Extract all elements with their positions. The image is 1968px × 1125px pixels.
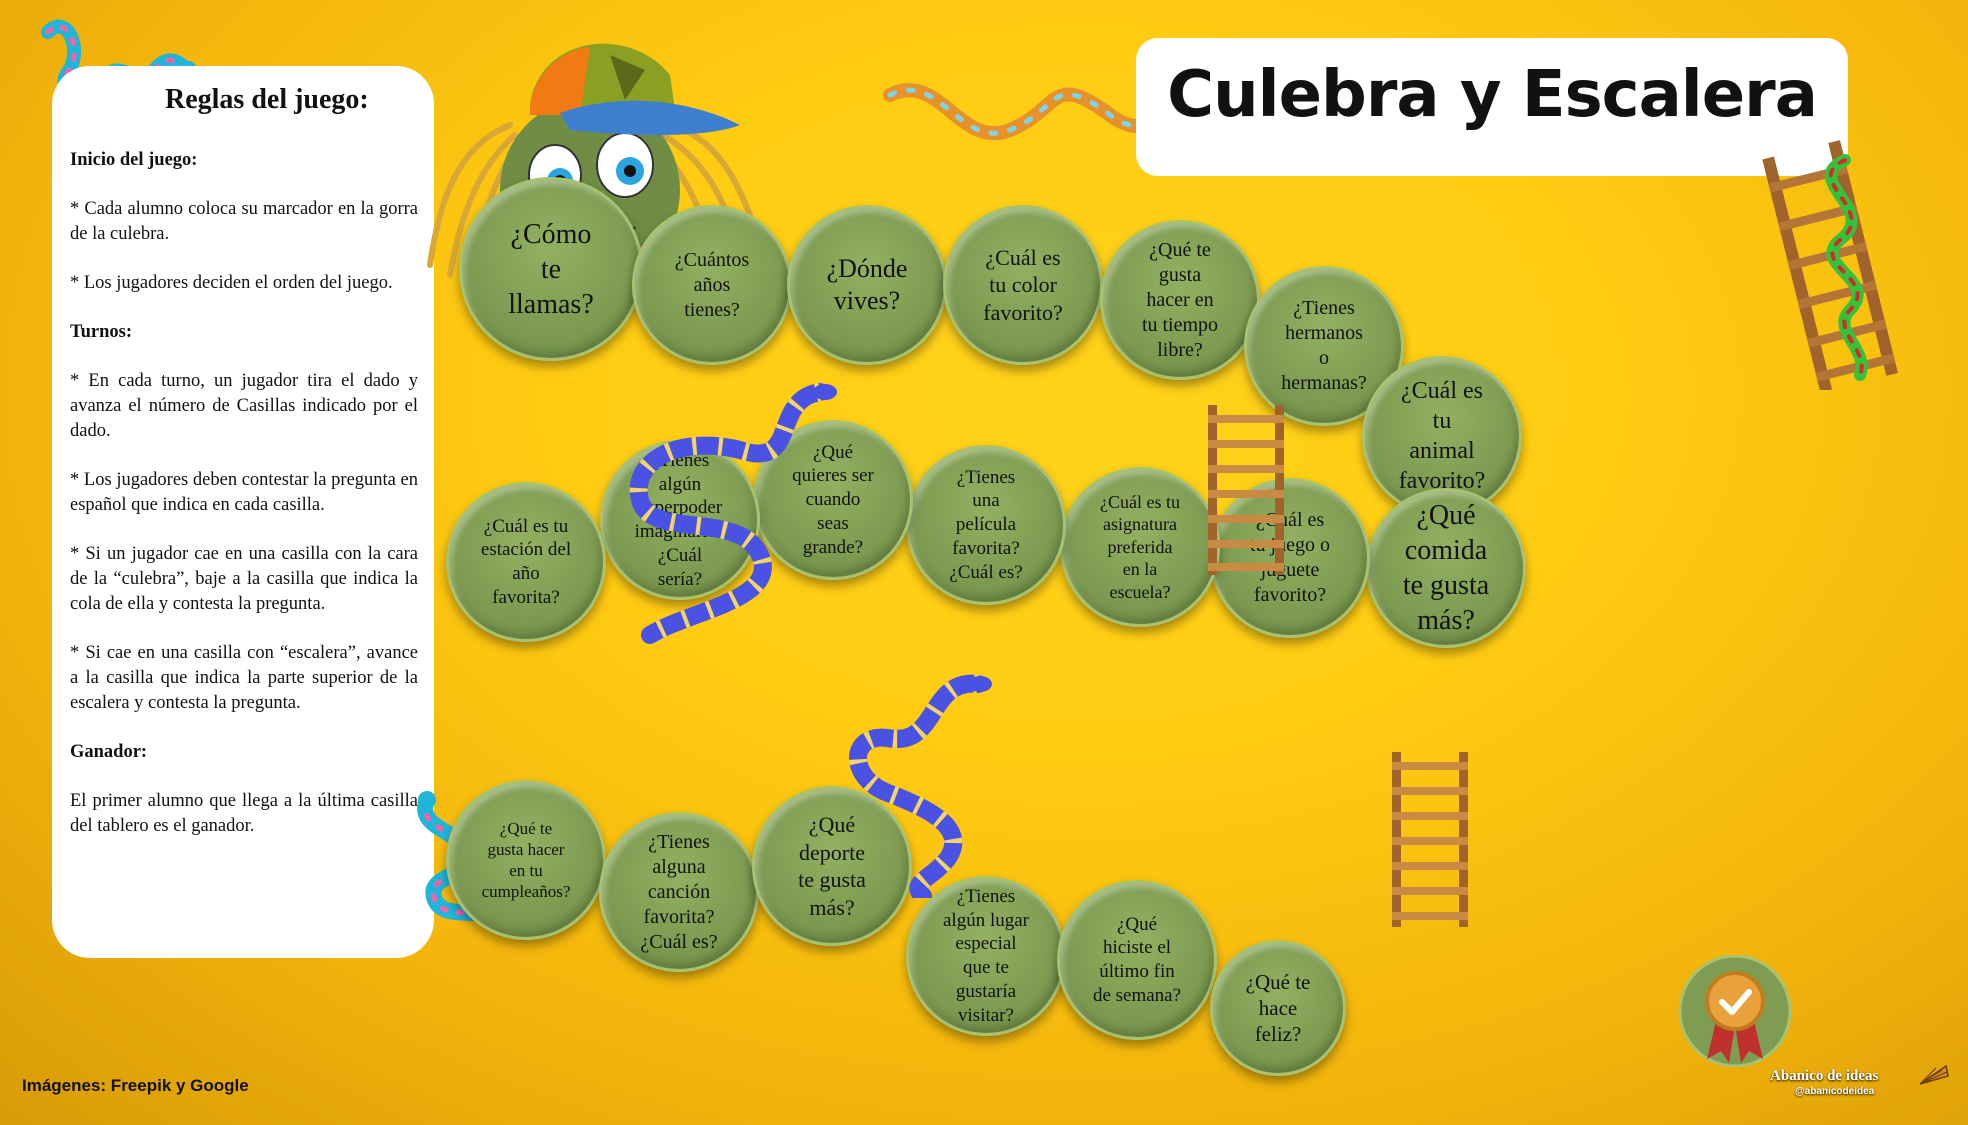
cell-question: ¿Cuál es tu animal favorito? <box>1398 378 1486 494</box>
rules-paragraph: * Si cae en una casilla con “escalera”, … <box>70 643 418 713</box>
page-title: Culebra y Escalera <box>1167 58 1818 132</box>
rules-section-heading: Turnos: <box>70 322 133 342</box>
rules-card <box>52 66 434 958</box>
ladder-snake-icon <box>1762 140 1898 390</box>
rules-section-heading: Ganador: <box>70 742 148 762</box>
board-cell-14: ¿Cuál es tu estación del año favorita? <box>446 482 606 642</box>
ladder-2-icon <box>1392 752 1468 927</box>
board-cell-9: ¿Cuál es tu juego o juguete favorito? <box>1210 478 1370 638</box>
rules-paragraph: El primer alumno que llega a la última c… <box>70 791 418 836</box>
cell-question: ¿Qué te gusta hacer en tu cumpleaños? <box>481 818 571 902</box>
cell-question: ¿Qué quieres ser cuando seas grande? <box>792 441 874 558</box>
rules-section-heading: Inicio del juego: <box>70 150 198 170</box>
snake-blue-2-icon <box>849 674 992 898</box>
rules-paragraph: * Si un jugador cae en una casilla con l… <box>70 544 418 614</box>
cell-question: ¿Qué te hace feliz? <box>1245 969 1311 1047</box>
board-cell-2: ¿Cuántos años tienes? <box>632 205 792 365</box>
cell-question: ¿Dónde vives? <box>826 253 908 316</box>
cell-question: ¿Qué comida te gusta más? <box>1402 500 1490 636</box>
rules-paragraph: * Cada alumno coloca su marcador en la g… <box>70 199 418 244</box>
cell-question: ¿Cuál es tu color favorito? <box>983 244 1063 325</box>
board-cell-16: ¿Tienes alguna canción favorita? ¿Cuál e… <box>599 812 759 972</box>
cell-question: ¿Tienes algún lugar especial que te gust… <box>942 885 1029 1026</box>
cell-question: ¿Tienes una película favorita? ¿Cuál es? <box>949 466 1023 583</box>
board-cell-5: ¿Qué te gusta hacer en tu tiempo libre? <box>1100 220 1260 380</box>
cell-question: ¿Cuál es tu estación del año favorita? <box>480 515 572 608</box>
rules-paragraph: * Los jugadores deben contestar la pregu… <box>70 470 418 515</box>
title-card <box>1136 38 1848 176</box>
board-cell-4: ¿Cuál es tu color favorito? <box>943 205 1103 365</box>
cell-question: ¿Qué hiciste el último fin de semana? <box>1092 913 1182 1006</box>
cell-question: ¿Cuál es tu asignatura preferida en la e… <box>1100 491 1180 602</box>
ladder-1-icon <box>1208 405 1284 575</box>
rules-paragraph: * Los jugadores deciden el orden del jue… <box>70 273 393 293</box>
cell-question: ¿Tienes hermanos o hermanas? <box>1281 297 1367 394</box>
board-cell-11: ¿Tienes una película favorita? ¿Cuál es? <box>906 445 1066 605</box>
board-cell-19: ¿Qué hiciste el último fin de semana? <box>1057 880 1217 1040</box>
rules-title: Reglas del juego: <box>165 84 369 115</box>
board-cell-15: ¿Qué te gusta hacer en tu cumpleaños? <box>446 780 606 940</box>
snake-blue-1-icon <box>629 383 837 644</box>
brand-handle: @abanicodeidea <box>1795 1086 1875 1097</box>
brand-fan-icon <box>1919 1064 1949 1085</box>
image-credits: Imágenes: Freepik y Google <box>22 1076 249 1095</box>
rules-body: Inicio del juego: * Cada alumno coloca su… <box>70 148 418 863</box>
cell-question: ¿Tienes alguna canción favorita? ¿Cuál e… <box>640 830 718 953</box>
board-cell-3: ¿Dónde vives? <box>787 205 947 365</box>
cell-question: ¿Qué deporte te gusta más? <box>798 812 866 920</box>
board-cell-18: ¿Tienes algún lugar especial que te gust… <box>906 876 1066 1036</box>
brand-name: Abanico de ideas <box>1770 1068 1879 1084</box>
board-cell-1: ¿Cómo te llamas? <box>459 177 643 361</box>
board-cell-10: ¿Cuál es tu asignatura preferida en la e… <box>1060 467 1220 627</box>
cell-question: ¿Qué te gusta hacer en tu tiempo libre? <box>1141 238 1219 361</box>
board-cell-20: ¿Qué te hace feliz? <box>1210 940 1346 1076</box>
cell-question: ¿Cuántos años tienes? <box>674 248 750 321</box>
rules-paragraph: * En cada turno, un jugador tira el dado… <box>70 371 418 441</box>
cell-question: ¿Cómo te llamas? <box>508 218 594 320</box>
board-cell-17: ¿Qué deporte te gusta más? <box>752 786 912 946</box>
finish-medal-icon <box>1678 955 1792 1067</box>
board-cell-8: ¿Qué comida te gusta más? <box>1366 488 1526 648</box>
